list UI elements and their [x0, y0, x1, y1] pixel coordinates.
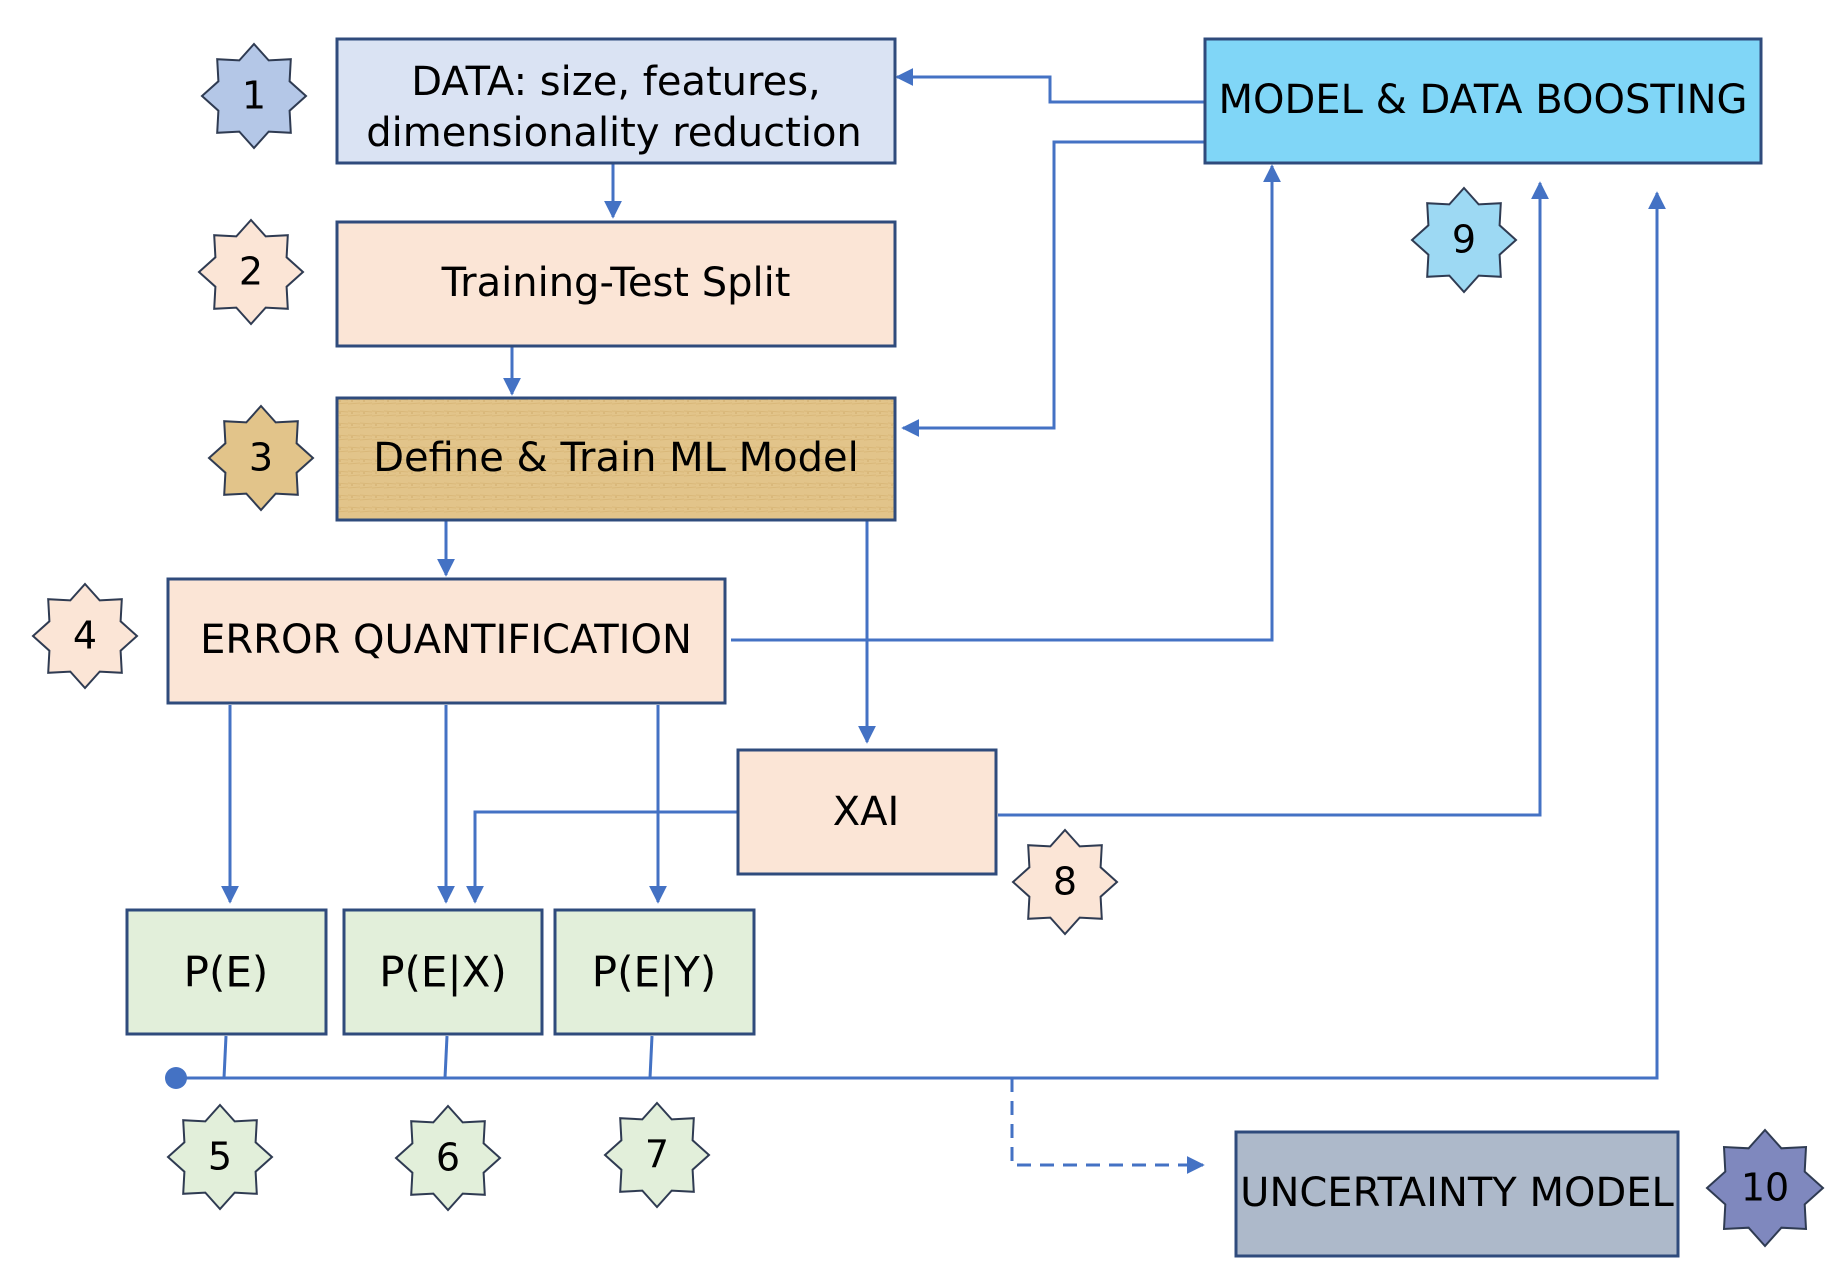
arrow-boosting-to-data: [895, 68, 1205, 104]
connectors: [178, 68, 1666, 1174]
box-uncertainty: UNCERTAINTY MODEL: [1234, 1130, 1680, 1258]
bus-origin-dot: [165, 1067, 187, 1089]
box-data-line2: dimensionality reduction: [366, 110, 862, 156]
arrow-error-to-boosting: [731, 164, 1281, 642]
box-pey-label: P(E|Y): [592, 948, 716, 997]
bus-pex-drop: [443, 1035, 449, 1079]
arrow-boosting-to-train: [901, 140, 1205, 437]
star-badge-shape: [31, 582, 139, 690]
badge-7: 7: [603, 1101, 711, 1209]
box-error-label: ERROR QUANTIFICATION: [200, 617, 692, 663]
box-pex: P(E|X): [342, 908, 544, 1036]
box-data: DATA: size, features, dimensionality red…: [335, 37, 897, 165]
star-badge-shape: [166, 1103, 274, 1211]
star-badge-shape: [1705, 1128, 1825, 1248]
star-badge-shape: [207, 404, 315, 512]
box-data-line1: DATA: size, features,: [411, 59, 821, 105]
badge-4: 4: [31, 582, 139, 690]
bus-pey-drop: [648, 1035, 654, 1079]
star-badge-shape: [197, 218, 305, 326]
badge-5: 5: [166, 1103, 274, 1211]
arrow-xai-to-pex: [466, 810, 737, 904]
box-pey: P(E|Y): [553, 908, 756, 1036]
badge-8-number: 8: [1053, 860, 1077, 904]
box-uncertainty-label: UNCERTAINTY MODEL: [1240, 1170, 1674, 1216]
box-error: ERROR QUANTIFICATION: [166, 577, 727, 705]
arrow-xai-to-boosting: [998, 181, 1549, 817]
star-badge-shape: [394, 1104, 502, 1212]
badge-7-number: 7: [645, 1133, 669, 1177]
badge-3-number: 3: [249, 436, 273, 480]
badge-2-number: 2: [239, 250, 263, 294]
box-train-label: Define & Train ML Model: [373, 435, 859, 481]
badge-6: 6: [394, 1104, 502, 1212]
badge-9: 9: [1410, 186, 1518, 294]
badge-2: 2: [197, 218, 305, 326]
star-badge-shape: [603, 1101, 711, 1209]
box-xai-label: XAI: [833, 789, 900, 835]
badge-6-number: 6: [436, 1136, 460, 1180]
bus-pe-drop: [222, 1035, 228, 1079]
box-boosting: MODEL & DATA BOOSTING: [1203, 37, 1763, 165]
box-train: Define & Train ML Model: [335, 396, 897, 522]
box-split-label: Training-Test Split: [441, 260, 791, 306]
badge-4-number: 4: [73, 614, 97, 658]
star-badge-shape: [1011, 828, 1119, 936]
box-xai: XAI: [736, 748, 998, 876]
badge-8: 8: [1011, 828, 1119, 936]
badge-5-number: 5: [208, 1135, 232, 1179]
badge-1-number: 1: [242, 74, 266, 118]
box-pe-label: P(E): [184, 948, 269, 997]
badge-10-number: 10: [1741, 1166, 1789, 1210]
box-pe: P(E): [125, 908, 328, 1036]
dashed-arrow-to-uncertainty: [1010, 1078, 1205, 1174]
badge-1: 1: [200, 42, 308, 150]
badge-9-number: 9: [1452, 218, 1476, 262]
box-boosting-label: MODEL & DATA BOOSTING: [1219, 77, 1748, 123]
badge-10: 10: [1705, 1128, 1825, 1248]
star-badge-shape: [200, 42, 308, 150]
star-badge-shape: [1410, 186, 1518, 294]
badge-3: 3: [207, 404, 315, 512]
bus-to-boosting: [178, 191, 1666, 1080]
box-split: Training-Test Split: [335, 220, 897, 348]
box-pex-label: P(E|X): [379, 948, 507, 997]
